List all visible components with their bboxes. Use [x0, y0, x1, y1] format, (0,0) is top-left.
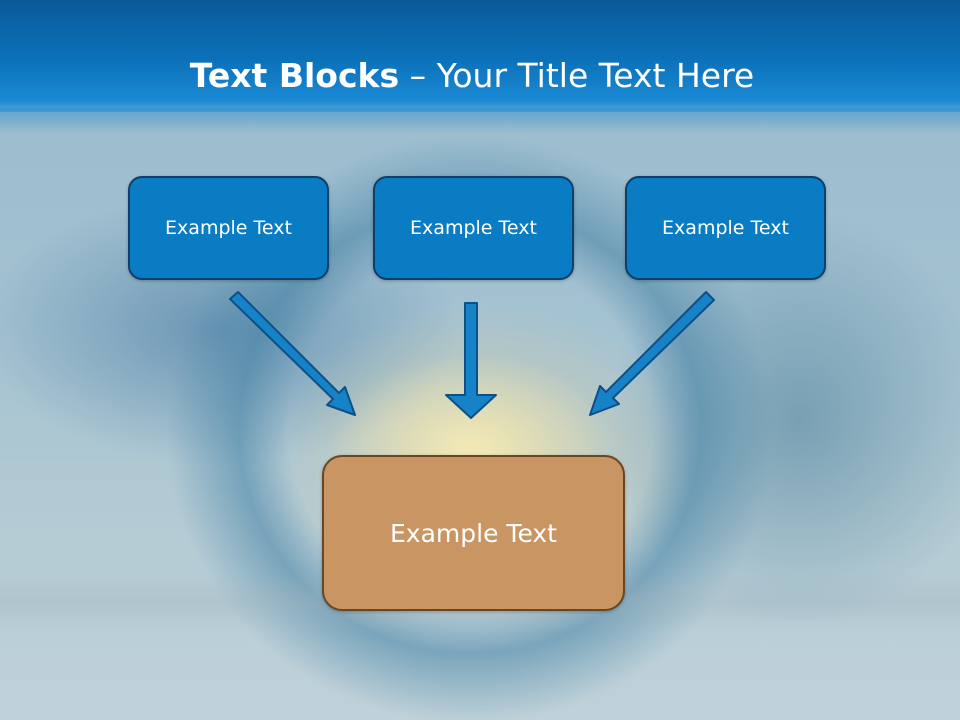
arrow-center-to-target [445, 302, 497, 419]
target-text-block-label: Example Text [390, 518, 557, 548]
target-text-block[interactable]: Example Text [322, 455, 625, 611]
text-block-center[interactable]: Example Text [373, 176, 574, 280]
title-bold-text: Text Blocks [189, 56, 400, 95]
text-block-right-label: Example Text [662, 217, 789, 239]
title-bar [0, 0, 960, 112]
text-block-center-label: Example Text [410, 217, 537, 239]
arrow-right-to-target [589, 291, 715, 416]
text-block-right[interactable]: Example Text [625, 176, 826, 280]
slide-title: Text Blocks – Your Title Text Here [0, 54, 944, 98]
text-block-left-label: Example Text [165, 217, 292, 239]
text-block-left[interactable]: Example Text [128, 176, 329, 280]
arrow-left-to-target [229, 291, 356, 416]
title-rest-text: – Your Title Text Here [399, 56, 755, 95]
title-bar-fade [0, 108, 960, 134]
